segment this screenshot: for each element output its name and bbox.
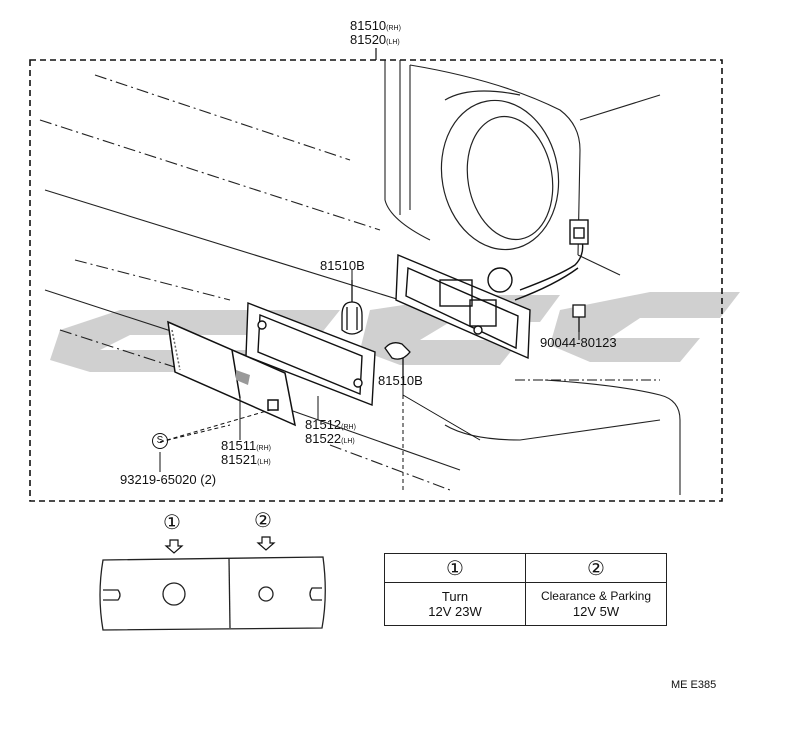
bulb-spec-table: ① ② Turn 12V 23W Clearance & Parking 12V… (384, 553, 667, 626)
wiring-harness (514, 219, 589, 301)
label-assembly-lh: 81520(LH) (350, 32, 400, 47)
label-bulb-side: 81510B (378, 373, 423, 388)
headlight-housing (440, 90, 560, 251)
lens-marker-2: ② (254, 510, 272, 532)
clip-part (572, 304, 586, 332)
table-header-1: ① (384, 553, 526, 583)
label-assembly-rh: 81510(RH) (350, 18, 401, 33)
table-cell-turn: Turn 12V 23W (384, 582, 526, 626)
label-screw: 93219-65020 (2) (120, 472, 217, 487)
label-clip: 90044-80123 (540, 335, 617, 350)
screw-symbol: S (152, 433, 168, 449)
lens-marker-1: ① (163, 512, 181, 534)
label-lens-rh: 81511(RH) (221, 438, 271, 453)
label-lens-lh: 81521(LH) (221, 452, 271, 467)
lens-arrows (164, 536, 276, 554)
leader-lines (159, 270, 660, 490)
body-panel-lines (39, 60, 681, 495)
lens-illustration (99, 556, 326, 631)
bulb-small (384, 342, 411, 380)
label-gasket-lh: 81522(LH) (305, 431, 355, 446)
lamp-housing (395, 253, 531, 360)
assembly-boundary (29, 59, 723, 502)
label-bulb-top: 81510B (320, 258, 365, 273)
bulb-large (341, 280, 363, 335)
table-header-2: ② (525, 553, 667, 583)
label-gasket-rh: 81512(RH) (305, 417, 356, 432)
drawing-code: ME E385 (671, 679, 717, 691)
table-cell-clearance: Clearance & Parking 12V 5W (525, 582, 667, 626)
gasket-part (245, 301, 376, 407)
lens-part (167, 320, 297, 427)
